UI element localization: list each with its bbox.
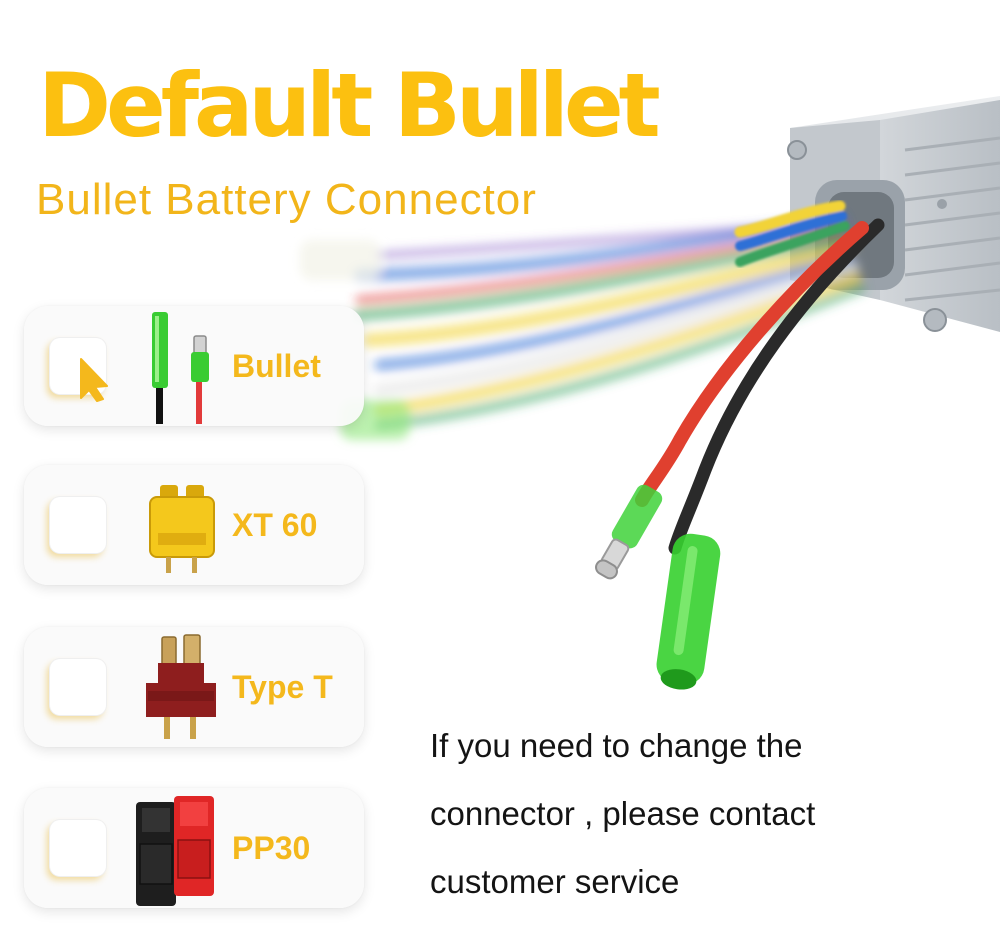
note-line-1: If you need to change the: [430, 727, 803, 764]
option-checkbox-xt60[interactable]: [50, 497, 106, 553]
option-card-type-t[interactable]: Type T: [24, 627, 364, 747]
xt60-connector-icon: [149, 485, 215, 573]
option-label-type-t: Type T: [232, 669, 333, 705]
option-label-xt60: XT 60: [232, 507, 318, 543]
note-line-2: connector , please contact: [430, 795, 816, 832]
female-bullet-socket: [656, 533, 721, 690]
option-card-xt60[interactable]: XT 60: [24, 465, 364, 585]
option-checkbox-pp30[interactable]: [50, 820, 106, 876]
wire-bundle-near: [734, 200, 850, 267]
option-label-pp30: PP30: [232, 830, 311, 866]
power-leads: [635, 218, 885, 555]
option-card-bullet[interactable]: Bullet: [24, 306, 364, 426]
male-bullet-plug: [595, 484, 663, 580]
option-checkbox-bullet[interactable]: [50, 338, 108, 402]
change-connector-note: If you need to change the connector , pl…: [430, 712, 950, 916]
page-subtitle: Bullet Battery Connector: [36, 175, 537, 224]
note-line-3: customer service: [430, 863, 680, 900]
t-plug-connector-icon: [146, 634, 216, 739]
option-checkbox-type-t[interactable]: [50, 659, 106, 715]
pp30-connector-icon: [136, 796, 214, 906]
option-label-bullet: Bullet: [232, 348, 321, 384]
bullet-connector-icon: [152, 312, 209, 424]
page-title: Default Bullet: [38, 54, 661, 157]
option-card-pp30[interactable]: PP30: [24, 788, 364, 908]
cursor-arrow-icon: [80, 358, 108, 402]
